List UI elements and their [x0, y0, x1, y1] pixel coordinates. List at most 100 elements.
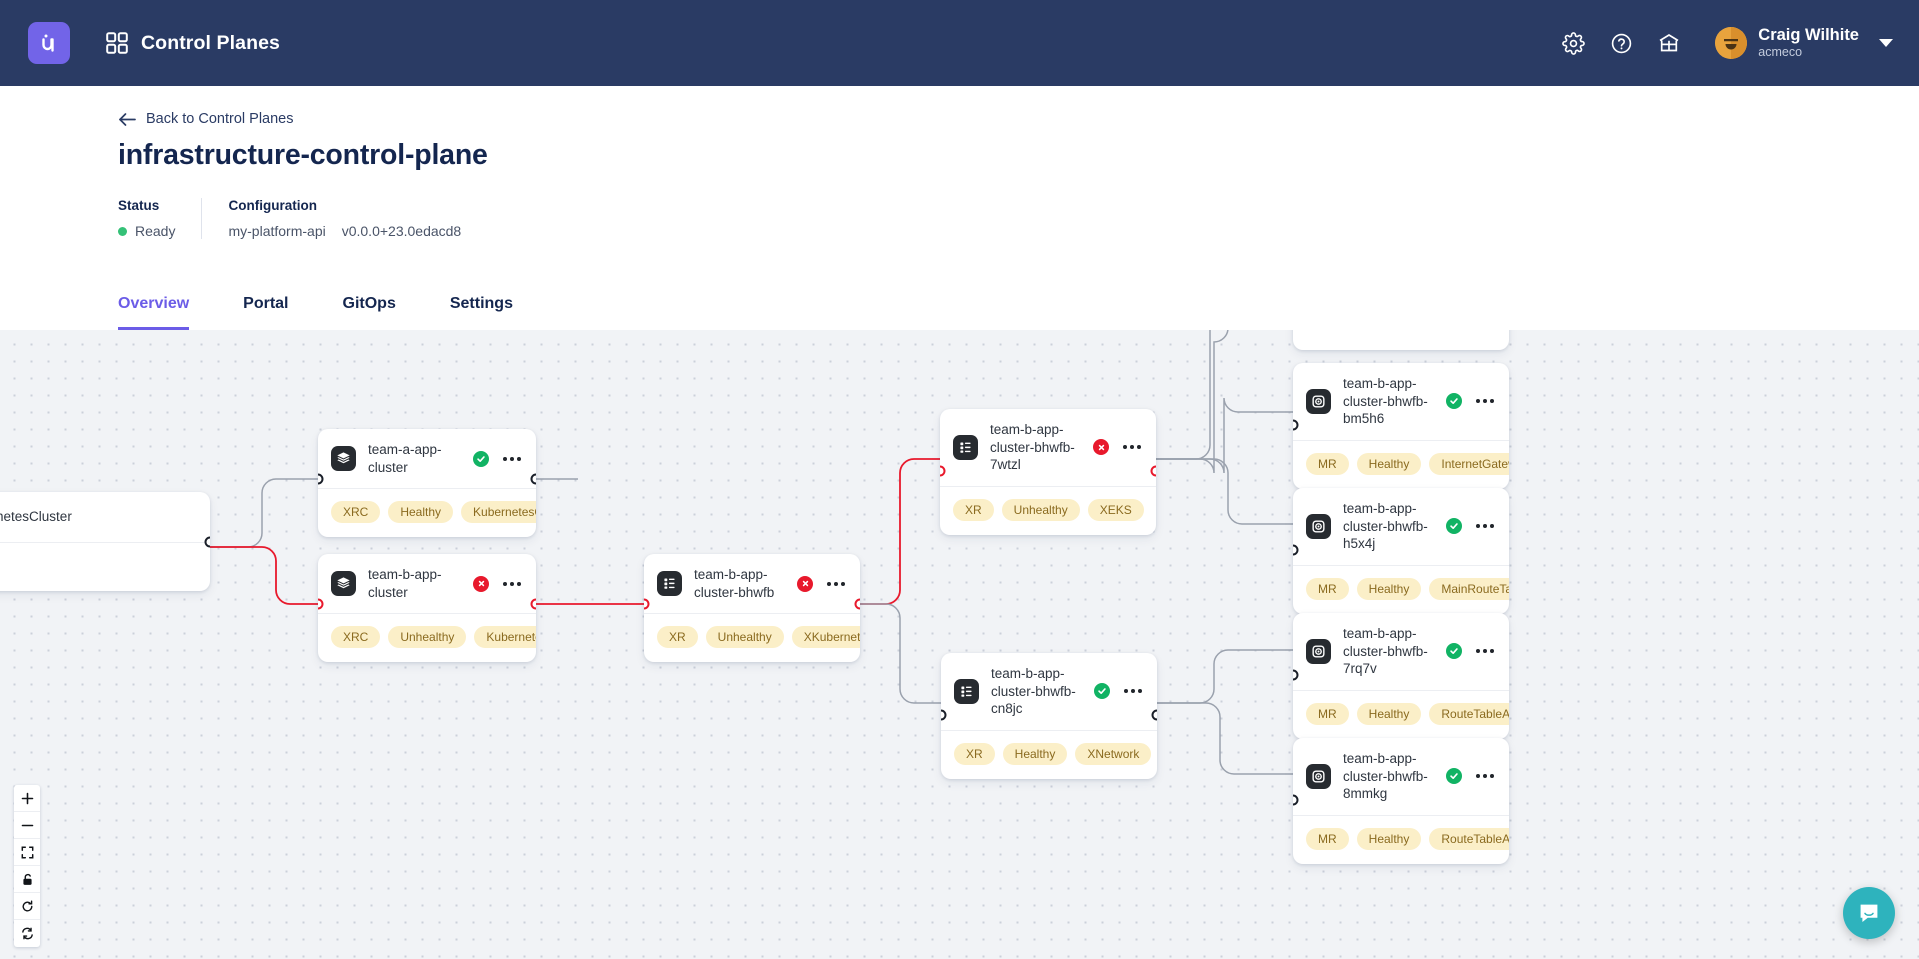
node-port-left[interactable] — [1293, 419, 1299, 431]
node-label: team-a-app-cluster — [368, 442, 442, 475]
configuration-label: Configuration — [228, 198, 317, 213]
node-port-right[interactable] — [1151, 709, 1157, 721]
node-label: team-b-app-cluster-bhwfb — [694, 567, 775, 600]
chip: XRC — [331, 501, 381, 524]
graph-node-team-b-app-cluster-bhwfb-8mmkg[interactable]: team-b-app-cluster-bhwfb-8mmkg MR Health… — [1293, 738, 1509, 864]
node-menu-button[interactable] — [1123, 445, 1143, 450]
resource-graph-canvas[interactable]: KubernetesCluster API team-a-app-cluster… — [0, 330, 1919, 959]
managed-resource-icon — [1306, 513, 1331, 539]
composite-stack-icon — [331, 571, 356, 597]
node-port-right[interactable] — [1150, 465, 1156, 477]
chip: XKubernetesCluster — [791, 626, 860, 649]
graph-node-team-a-app-cluster[interactable]: team-a-app-cluster XRC Healthy Kubernete… — [318, 429, 536, 538]
chip: XR — [954, 742, 995, 765]
graph-node-partial-top[interactable] — [1293, 330, 1509, 350]
canvas-controls — [14, 785, 40, 947]
node-port-right[interactable] — [530, 473, 536, 485]
chip: Healthy — [1002, 742, 1068, 765]
node-chips: MR Healthy MainRouteTableAssociation — [1293, 564, 1509, 614]
node-header: team-b-app-cluster-bhwfb-8mmkg — [1293, 738, 1509, 815]
node-chips: MR Healthy RouteTableAssociation — [1293, 814, 1509, 864]
graph-node-team-b-app-cluster-bhwfb[interactable]: team-b-app-cluster-bhwfb XR Unhealthy XK… — [644, 554, 860, 663]
graph-node-team-b-app-cluster-bhwfb-cn8jc[interactable]: team-b-app-cluster-bhwfb-cn8jc XR Health… — [941, 653, 1157, 779]
page-tabs: Overview Portal GitOps Settings — [118, 295, 567, 330]
node-chips: MR Healthy RouteTableAssociation — [1293, 689, 1509, 739]
node-port-left[interactable] — [941, 709, 947, 721]
node-label: KubernetesCluster — [0, 509, 72, 525]
node-menu-button[interactable] — [1476, 399, 1496, 404]
node-port-right[interactable] — [530, 598, 536, 610]
graph-node-team-b-app-cluster-bhwfb-bm5h6[interactable]: team-b-app-cluster-bhwfb-bm5h6 MR Health… — [1293, 363, 1509, 489]
navbar-title: Control Planes — [141, 31, 281, 54]
node-menu-button[interactable] — [1476, 649, 1496, 654]
navbar-actions: Craig Wilhite acmeco — [1549, 19, 1893, 67]
managed-resource-icon — [1306, 763, 1331, 789]
graph-node-team-b-app-cluster-bhwfb-h5x4j[interactable]: team-b-app-cluster-bhwfb-h5x4j MR Health… — [1293, 488, 1509, 614]
node-header: team-b-app-cluster — [318, 554, 536, 613]
node-port-left[interactable] — [318, 473, 324, 485]
chat-bubble-icon[interactable] — [1843, 887, 1895, 939]
node-port-left[interactable] — [318, 598, 324, 610]
status-badge: Ready — [118, 223, 175, 239]
managed-resource-icon — [1306, 388, 1331, 414]
chip: Unhealthy — [388, 626, 467, 649]
tab-portal[interactable]: Portal — [243, 295, 289, 312]
chip: Healthy — [1356, 452, 1422, 475]
user-org: acmeco — [1758, 45, 1803, 60]
status-block: Status Ready — [118, 198, 201, 239]
status-value: Ready — [135, 223, 176, 239]
node-header: team-b-app-cluster-bhwfb-7rq7v — [1293, 613, 1509, 690]
node-port-left[interactable] — [940, 465, 946, 477]
zoom-out-control[interactable] — [14, 812, 40, 839]
node-label: team-b-app-cluster-bhwfb-cn8jc — [991, 666, 1076, 717]
user-name: Craig Wilhite — [1758, 26, 1859, 45]
back-to-control-planes-link[interactable]: Back to Control Planes — [118, 111, 294, 127]
chip: RouteTableAssociation — [1429, 702, 1509, 725]
help-circle-icon[interactable] — [1597, 19, 1645, 67]
node-port-right[interactable] — [204, 536, 210, 548]
lock-control[interactable] — [14, 866, 40, 893]
node-header: KubernetesCluster — [0, 492, 210, 542]
node-label: team-b-app-cluster-bhwfb-7rq7v — [1343, 626, 1428, 677]
configuration-name: my-platform-api — [228, 223, 326, 239]
status-error-icon — [473, 575, 489, 592]
node-menu-button[interactable] — [1476, 524, 1496, 529]
zoom-in-control[interactable] — [14, 785, 40, 812]
chip: KubernetesCluster — [461, 501, 536, 524]
node-menu-button[interactable] — [1476, 774, 1496, 779]
chip: MR — [1306, 452, 1349, 475]
configuration-version: v0.0.0+23.0edacd8 — [341, 223, 462, 239]
top-navbar: Control Planes — [0, 0, 1919, 86]
node-chips: XR Healthy XNetwork — [941, 729, 1157, 779]
graph-node-team-b-app-cluster[interactable]: team-b-app-cluster XRC Unhealthy Kuberne… — [318, 554, 536, 663]
graph-node-team-b-app-cluster-bhwfb-7wtzl[interactable]: team-b-app-cluster-bhwfb-7wtzl XR Unheal… — [940, 409, 1156, 535]
chevron-down-icon[interactable] — [1879, 39, 1893, 47]
fit-view-control[interactable] — [14, 839, 40, 866]
user-menu[interactable]: Craig Wilhite acmeco — [1758, 26, 1859, 59]
marketplace-icon[interactable] — [1645, 19, 1693, 67]
gear-icon[interactable] — [1549, 19, 1597, 67]
node-label: team-b-app-cluster-bhwfb-8mmkg — [1343, 751, 1428, 802]
node-menu-button[interactable] — [1124, 689, 1144, 694]
chip: MR — [1306, 577, 1349, 600]
node-port-left[interactable] — [1293, 669, 1299, 681]
avatar[interactable] — [1715, 27, 1748, 59]
node-port-left[interactable] — [644, 598, 650, 610]
sync-control[interactable] — [14, 920, 40, 947]
graph-node-team-b-app-cluster-bhwfb-7rq7v[interactable]: team-b-app-cluster-bhwfb-7rq7v MR Health… — [1293, 613, 1509, 739]
refresh-control[interactable] — [14, 893, 40, 920]
node-menu-button[interactable] — [503, 456, 523, 461]
node-port-left[interactable] — [1293, 794, 1299, 806]
node-port-right[interactable] — [854, 598, 860, 610]
node-menu-button[interactable] — [827, 581, 847, 586]
status-error-icon — [1093, 439, 1109, 456]
tab-settings[interactable]: Settings — [449, 295, 513, 312]
composite-resource-icon — [954, 678, 979, 704]
graph-node-kubernetescluster[interactable]: KubernetesCluster API — [0, 492, 210, 591]
node-header: team-b-app-cluster-bhwfb — [644, 554, 860, 613]
tab-gitops[interactable]: GitOps — [342, 295, 396, 312]
tab-overview[interactable]: Overview — [118, 295, 190, 330]
node-menu-button[interactable] — [503, 581, 523, 586]
up-logo-icon[interactable] — [28, 22, 70, 64]
node-port-left[interactable] — [1293, 544, 1299, 556]
